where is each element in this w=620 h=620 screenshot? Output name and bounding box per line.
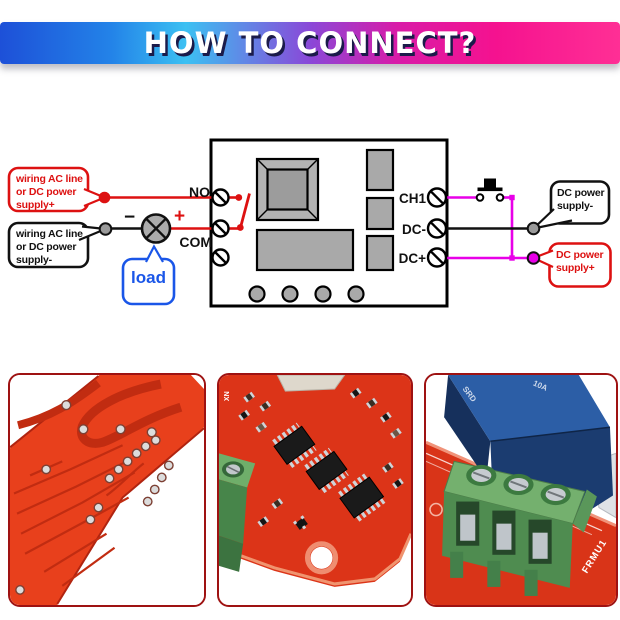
pcb-back-art: [10, 375, 204, 605]
terminal-ch1: [426, 187, 448, 208]
soic-chip: [272, 422, 317, 468]
relay-module-outline: [209, 138, 449, 308]
component-block: [255, 228, 355, 272]
terminal-nc: [211, 248, 230, 267]
header-banner: HOW TO CONNECT?: [0, 22, 620, 64]
connection-dots: [98, 191, 541, 265]
relay-top-view: [255, 157, 320, 222]
supply-plus-dot: [98, 191, 111, 204]
callout-bubbles: [7, 166, 612, 306]
dc-minus-dot: [526, 221, 541, 236]
component-block: [365, 148, 395, 192]
green-terminal-partial: [219, 453, 256, 572]
callout-dc-plus: DC power supply+: [556, 249, 604, 274]
transistor: [293, 515, 308, 530]
terminal-relay-art: SRD 10A FRMU1: [426, 375, 616, 605]
green-terminal-block: [442, 460, 597, 596]
soic-chip: [304, 447, 349, 494]
soic-chip: [338, 473, 386, 522]
mounting-hole: [304, 541, 339, 575]
pcb-chips-art: XN: [219, 375, 411, 605]
callout-wiring-plus: wiring AC line or DC power supply+: [16, 172, 83, 211]
load-symbol: [140, 213, 172, 244]
callout-wiring-minus: wiring AC line or DC power supply-: [16, 227, 83, 266]
wires: [104, 193, 533, 261]
relay-contact-symbol: [228, 193, 251, 231]
label-dc-plus: DC+: [398, 251, 426, 266]
label-dc-minus: DC-: [402, 221, 426, 237]
solder-pads: [15, 400, 174, 595]
label-minus-sign: −: [124, 207, 136, 228]
terminal-dc-minus: [426, 218, 448, 239]
callout-dc-minus: DC power supply-: [557, 187, 605, 212]
component-block: [365, 196, 395, 231]
terminal-dc-plus: [426, 247, 448, 268]
component-block: [365, 234, 395, 272]
mounting-pads: [248, 285, 365, 303]
page-title: HOW TO CONNECT?: [143, 26, 477, 60]
label-plus-sign: +: [174, 206, 186, 227]
terminal-com: [211, 219, 230, 238]
label-no: NO: [189, 184, 210, 200]
supply-minus-dot: [98, 222, 113, 236]
screw-terminals: [211, 187, 448, 268]
photo-terminal-relay: SRD 10A FRMU1: [424, 373, 618, 607]
push-button-symbol: [475, 178, 505, 202]
terminal-no: [211, 188, 230, 207]
smd-components: [238, 387, 404, 530]
photo-pcb-back: [8, 373, 206, 607]
callout-load: load: [131, 268, 166, 287]
label-ch1: CH1: [398, 190, 426, 206]
white-connector: [276, 375, 346, 392]
label-com: COM: [179, 233, 212, 250]
silkscreen-text: XN: [224, 391, 231, 401]
dc-plus-dot: [526, 251, 541, 265]
photo-pcb-chips: XN: [217, 373, 413, 607]
